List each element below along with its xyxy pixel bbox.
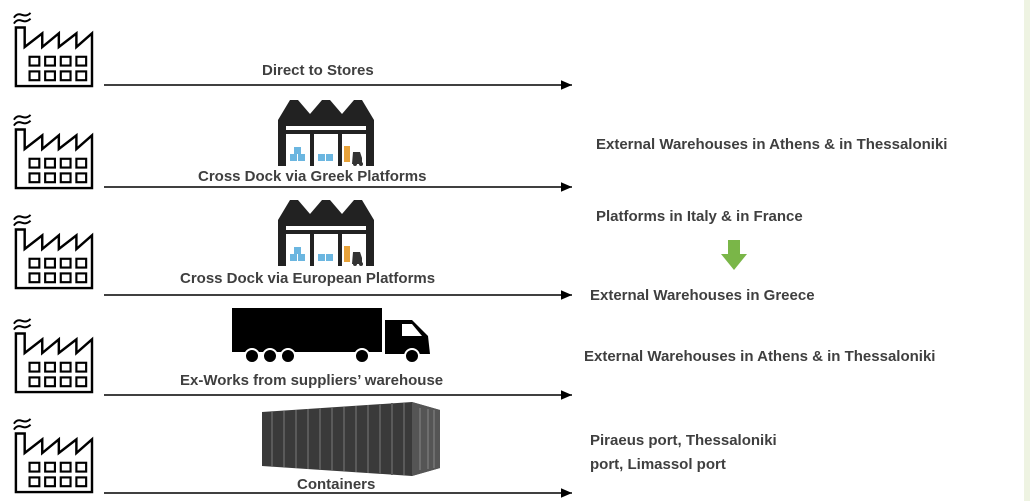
route-arrow-ex-works	[104, 390, 572, 400]
factory-icon	[12, 317, 94, 394]
shipping-container-icon	[262, 402, 440, 476]
warehouse-icon	[278, 200, 374, 266]
route-arrow-containers	[104, 488, 572, 498]
warehouse-icon	[278, 100, 374, 166]
factory-icon	[12, 417, 94, 494]
destination-european-final: External Warehouses in Greece	[590, 287, 815, 304]
destination-european-platforms: Platforms in Italy & in France	[596, 208, 803, 225]
factory-icon	[12, 113, 94, 190]
destination-containers-line-2: port, Limassol port	[590, 456, 726, 473]
route-label-direct-to-stores: Direct to Stores	[262, 62, 374, 79]
factory-icon	[12, 213, 94, 290]
route-label-containers: Containers	[297, 476, 376, 493]
route-label-cross-dock-greek: Cross Dock via Greek Platforms	[198, 168, 427, 185]
route-arrow-cross-dock-greek	[104, 182, 572, 192]
truck-icon	[232, 308, 430, 364]
destination-containers-line-1: Piraeus port, Thessaloniki	[590, 432, 777, 449]
route-label-ex-works: Ex-Works from suppliers’ warehouse	[180, 372, 444, 389]
green-down-arrow-icon	[721, 240, 747, 270]
route-label-cross-dock-european: Cross Dock via European Platforms	[180, 270, 436, 287]
route-arrow-cross-dock-european	[104, 290, 572, 300]
destination-ex-works: External Warehouses in Athens & in Thess…	[584, 348, 936, 365]
factory-icon	[12, 11, 94, 88]
slide-edge	[1024, 0, 1030, 501]
destination-cross-dock-greek: External Warehouses in Athens & in Thess…	[596, 136, 948, 153]
route-arrow-direct	[104, 80, 572, 90]
